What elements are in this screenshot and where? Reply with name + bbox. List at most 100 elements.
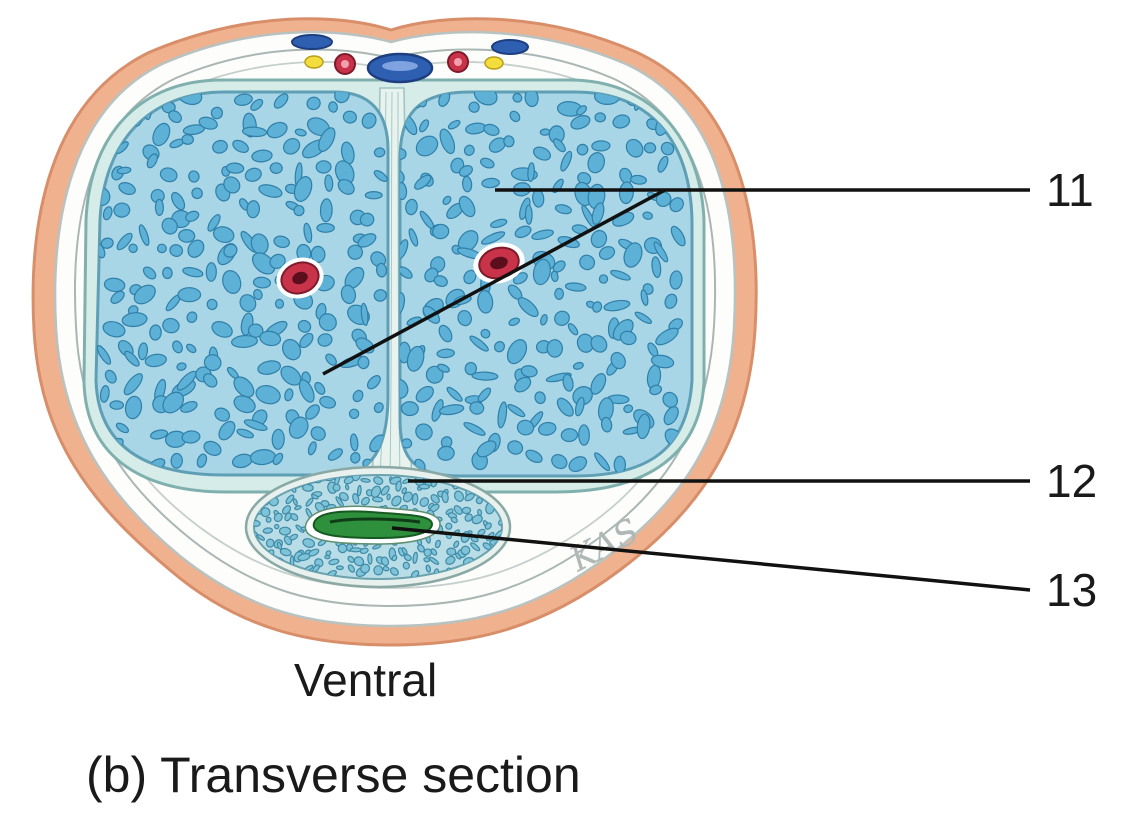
sinus-space (269, 162, 283, 175)
nerve-cross-section-icon (304, 55, 324, 69)
sinus-space (437, 363, 450, 373)
sinus-space (417, 544, 425, 553)
sinus-space (253, 288, 263, 301)
sinus-space (503, 135, 515, 148)
sinus-space (642, 211, 654, 220)
sinus-space (468, 101, 480, 113)
sinus-space (532, 258, 551, 286)
sinus-space (514, 376, 532, 393)
sinus-space (414, 174, 432, 190)
sinus-space (297, 553, 311, 562)
sinus-space (265, 516, 272, 523)
sinus-space (445, 522, 453, 530)
sinus-space (579, 254, 596, 271)
sinus-space (102, 320, 126, 338)
sinus-space (560, 428, 579, 443)
sinus-space (337, 178, 355, 195)
sinus-space (480, 157, 495, 169)
sinus-space (400, 181, 408, 201)
sinus-space (348, 408, 360, 419)
sinus-space (657, 155, 669, 173)
sinus-space (447, 119, 461, 130)
sinus-space (293, 205, 305, 217)
sinus-space (372, 544, 382, 550)
sinus-space (458, 195, 476, 218)
sinus-space (116, 166, 132, 175)
sinus-space (460, 545, 471, 556)
sinus-space (640, 289, 649, 306)
sinus-space (102, 206, 113, 221)
sinus-space (524, 92, 539, 108)
sinus-space (96, 345, 112, 365)
sinus-space (428, 556, 440, 565)
sinus-space (537, 421, 557, 436)
leader-line-13 (391, 526, 1031, 592)
sinus-space (273, 235, 291, 249)
sinus-space (490, 218, 508, 229)
sinus-space (360, 302, 369, 327)
sinus-space (347, 555, 355, 564)
sinus-space (508, 317, 521, 327)
sinus-space (590, 335, 608, 353)
sinus-space (344, 484, 350, 491)
sinus-space (483, 123, 500, 136)
sinus-space (328, 101, 339, 113)
sinus-space (310, 245, 326, 263)
sinus-space (137, 342, 149, 361)
sinus-space (123, 373, 143, 396)
sinus-space (191, 187, 203, 200)
sinus-space (453, 490, 465, 502)
cavernous-sinuses (96, 92, 388, 471)
sinus-space (347, 244, 363, 260)
sinus-space (618, 181, 634, 205)
sinus-space (464, 361, 478, 376)
sinus-space (303, 222, 313, 244)
sinus-space (419, 119, 430, 133)
sinus-space (347, 564, 356, 573)
sinus-space (297, 319, 312, 333)
sinus-space (660, 141, 675, 156)
sinus-space (469, 401, 485, 415)
sinus-space (207, 214, 221, 232)
sinus-space (406, 345, 425, 372)
sinus-space (400, 266, 413, 279)
sinus-space (400, 148, 407, 160)
sinus-space (540, 314, 548, 326)
sinus-space (554, 287, 564, 300)
sinus-space (576, 105, 588, 116)
sinus-space (610, 351, 626, 370)
sinus-space (594, 452, 611, 472)
sinus-space (567, 323, 579, 336)
sinus-space (556, 397, 574, 417)
sinus-space (306, 96, 321, 111)
sinus-space (434, 539, 441, 549)
sinus-space (470, 542, 481, 552)
sinus-space (550, 270, 559, 283)
sinus-space (461, 506, 472, 515)
sinus-space (281, 505, 292, 515)
sinus-space (554, 204, 572, 215)
sinus-space (273, 523, 280, 530)
sinus-space (324, 174, 334, 192)
sinus-space (284, 512, 292, 522)
sinus-space (554, 310, 570, 327)
sinus-space (318, 313, 337, 332)
sinus-space (432, 223, 450, 240)
sinus-space (391, 495, 402, 507)
sinus-space (373, 169, 388, 183)
sinus-space (418, 483, 430, 490)
sinus-space (469, 335, 489, 352)
sinus-space (231, 334, 258, 349)
sinus-space (480, 231, 506, 245)
sinus-space (319, 198, 333, 223)
sinus-space (172, 340, 183, 354)
sinus-space (663, 406, 679, 426)
sinus-space (598, 274, 609, 284)
sinus-space (196, 453, 208, 468)
sinus-space (546, 339, 564, 358)
sinus-space (233, 376, 255, 398)
sinus-space (619, 330, 637, 346)
sinus-space (400, 378, 409, 399)
sinus-space (457, 309, 472, 327)
sinus-space (450, 516, 458, 524)
